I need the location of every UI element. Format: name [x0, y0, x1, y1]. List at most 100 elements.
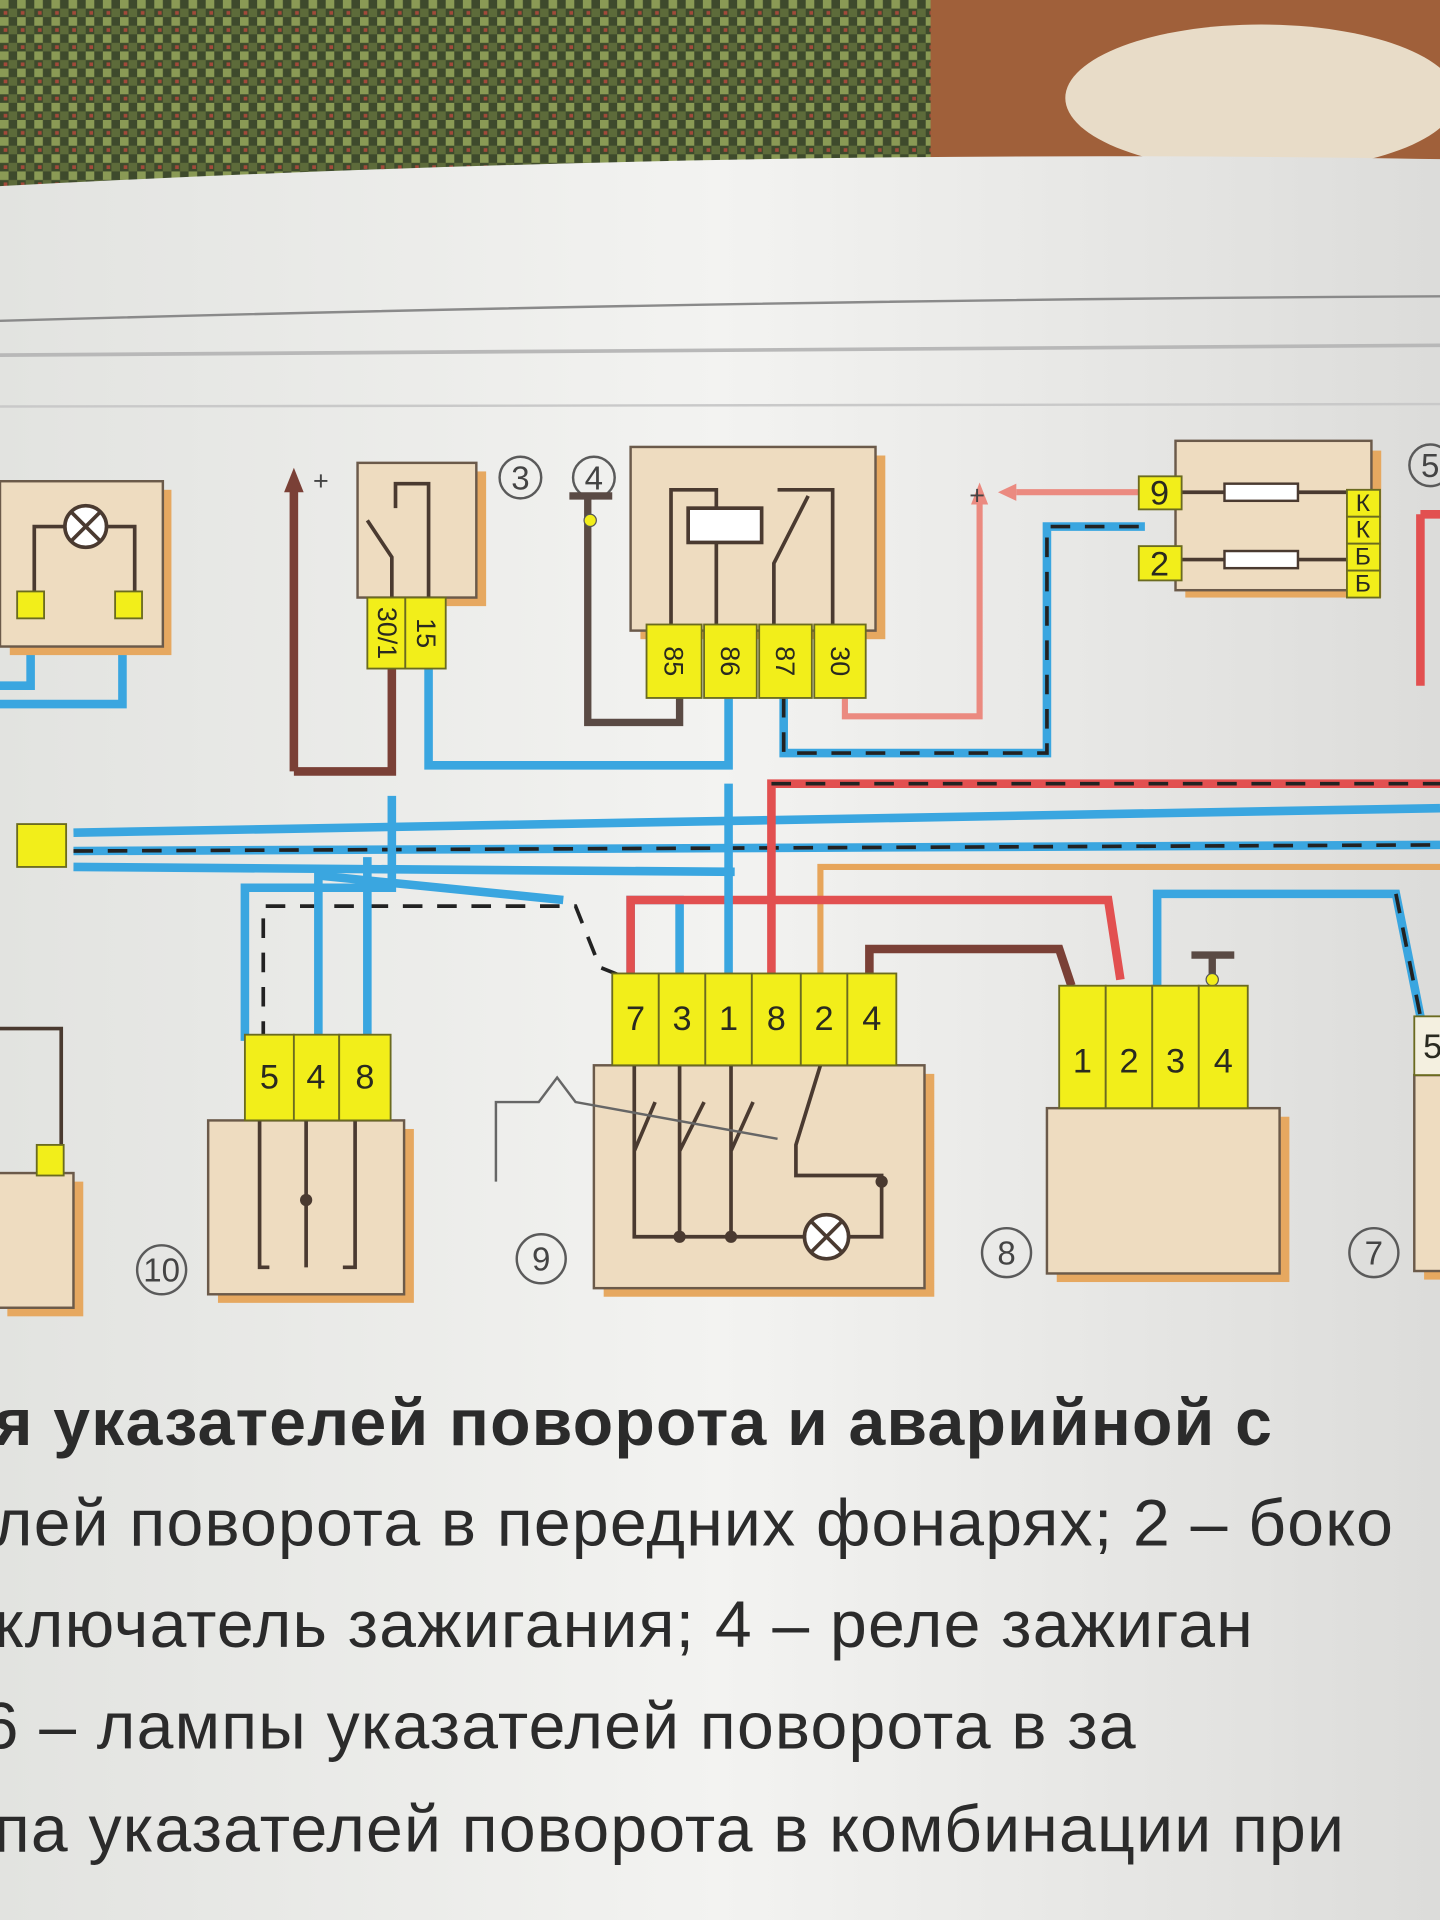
- relay-pins: 85 86 87 30: [645, 623, 867, 699]
- caption-line: 6 – лампы указателей поворота в за: [0, 1690, 1137, 1764]
- component-number-label: 4: [585, 460, 603, 497]
- diagram-shape: [657, 972, 707, 1067]
- diagram-shape: [980, 1226, 1033, 1279]
- diagram-shape: [1137, 545, 1183, 582]
- diagram-shape: [645, 623, 703, 699]
- diagram-label: 86: [715, 646, 745, 676]
- diagram-shape: [750, 972, 802, 1067]
- relay-coil-icon: [686, 506, 764, 545]
- wire-ground-85: [584, 495, 684, 727]
- diagram-label: 4: [306, 1059, 325, 1097]
- diagram-shape: [669, 487, 835, 625]
- caption-line: я указателей поворота и аварийной с: [0, 1386, 1273, 1460]
- diagram-shape: [673, 1230, 686, 1243]
- instrument-cluster-component: 5 7: [1348, 1015, 1440, 1280]
- component-number-label: 9: [532, 1242, 550, 1279]
- flasher-relay-component: 1 2 3 4 8: [980, 951, 1290, 1283]
- page-divider: [0, 343, 1440, 357]
- diagram-shape: [704, 972, 753, 1067]
- diagram-label: 3: [1166, 1043, 1185, 1081]
- diagram-label: 4: [1214, 1043, 1233, 1081]
- arrow-up-icon: [284, 467, 304, 493]
- wire-red-9-2: [626, 895, 1125, 981]
- diagram-shape: [758, 623, 813, 699]
- pin-label: 30/1: [372, 607, 402, 659]
- wire-brown-9-4: [865, 944, 1076, 988]
- caption-line: лей поворота в передних фонарях; 2 – бок…: [0, 1486, 1394, 1560]
- pin-15: [404, 596, 447, 670]
- wire-blue-bus: [73, 803, 1440, 837]
- diagram-shape: [73, 843, 1440, 853]
- diagram-shape: [1104, 984, 1154, 1110]
- diagram-label: 4: [862, 1000, 881, 1038]
- diagram-shape: [813, 623, 867, 699]
- diagram-shape: [1346, 515, 1381, 545]
- diagram-label: Б: [1355, 544, 1371, 571]
- ignition-switch-component: 30/1 15 +: [313, 461, 487, 670]
- diagram-shape: [1346, 542, 1381, 572]
- diagram-shape: [1408, 443, 1440, 488]
- wire-blue-8-2: [1152, 889, 1425, 1018]
- harness-connector: [16, 823, 68, 868]
- fur-rug: [1065, 24, 1440, 172]
- component-number-3: [498, 455, 543, 500]
- diagram-label: 2: [1119, 1043, 1138, 1081]
- wire-pink-30: [841, 502, 983, 720]
- component-number-label: 8: [997, 1235, 1015, 1272]
- wire-blue-15: [424, 667, 733, 770]
- wire-harness: [0, 467, 1440, 1041]
- diagram-shape: [1181, 490, 1347, 562]
- diagram-shape: [781, 524, 1145, 755]
- diagram-shape: [846, 972, 898, 1067]
- diagram-shape: [1416, 510, 1440, 686]
- component-number-label: 3: [511, 460, 529, 497]
- component-number-label: 5: [1421, 448, 1439, 485]
- diagram-shape: [1058, 984, 1107, 1110]
- diagram-shape: [0, 1171, 75, 1309]
- caption-line: ключатель зажигания; 4 – реле зажиган: [0, 1588, 1254, 1662]
- arrow-left-icon: [997, 483, 1017, 501]
- diagram-shape: [261, 904, 632, 1041]
- fuse-block-component: 9 2 К К Б Б 5 +: [969, 439, 1440, 686]
- diagram-label: 2: [815, 1000, 834, 1038]
- diagram-label: 5: [1423, 1028, 1440, 1066]
- diagram-shape: [724, 1230, 738, 1243]
- diagram-shape: [300, 1193, 313, 1207]
- diagram-label: 1: [719, 1000, 738, 1038]
- diagram-label: 30: [825, 646, 855, 676]
- side-repeater-component: [0, 1026, 84, 1317]
- diagram-shape: [1348, 1226, 1400, 1279]
- diagram-shape: [1413, 1073, 1440, 1273]
- page-divider: [0, 402, 1440, 408]
- diagram-shape: [1394, 893, 1423, 1017]
- diagram-shape: [583, 513, 597, 528]
- connector-pin: [114, 590, 143, 620]
- diagram-label: Б: [1355, 571, 1371, 598]
- fuse-icon: [1223, 549, 1300, 570]
- hazard-switch-component: 7 3 1 8 2 4 9: [494, 972, 935, 1297]
- diagram-shape: [703, 623, 758, 699]
- figure-caption: я указателей поворота и аварийной с лей …: [0, 1386, 1394, 1867]
- caption-line: па указателей поворота в комбинации при: [0, 1792, 1345, 1866]
- component-number-label: 10: [143, 1253, 180, 1290]
- pin-label: 15: [411, 618, 441, 648]
- diagram-label: 3: [673, 1000, 692, 1038]
- diagram-shape: [35, 1143, 65, 1177]
- diagram-shape: [1197, 984, 1249, 1110]
- diagram-shape: [1346, 569, 1381, 599]
- diagram-shape: [515, 1233, 567, 1285]
- diagram-label: 2: [1150, 545, 1169, 583]
- wire-blue-bus: [73, 862, 735, 877]
- diagram-label: К: [1356, 517, 1371, 544]
- turn-signal-switch-component: 5 4 8 10: [135, 1033, 414, 1303]
- diagram-shape: [356, 461, 478, 599]
- plus-label: +: [969, 480, 985, 510]
- diagram-shape: [1045, 1106, 1281, 1275]
- page-edge-line: [0, 295, 1440, 323]
- arrow-up-icon: [971, 482, 989, 505]
- diagram-label: 8: [767, 1000, 786, 1038]
- diagram-shape: [611, 972, 660, 1067]
- wire-orange: [817, 863, 1440, 980]
